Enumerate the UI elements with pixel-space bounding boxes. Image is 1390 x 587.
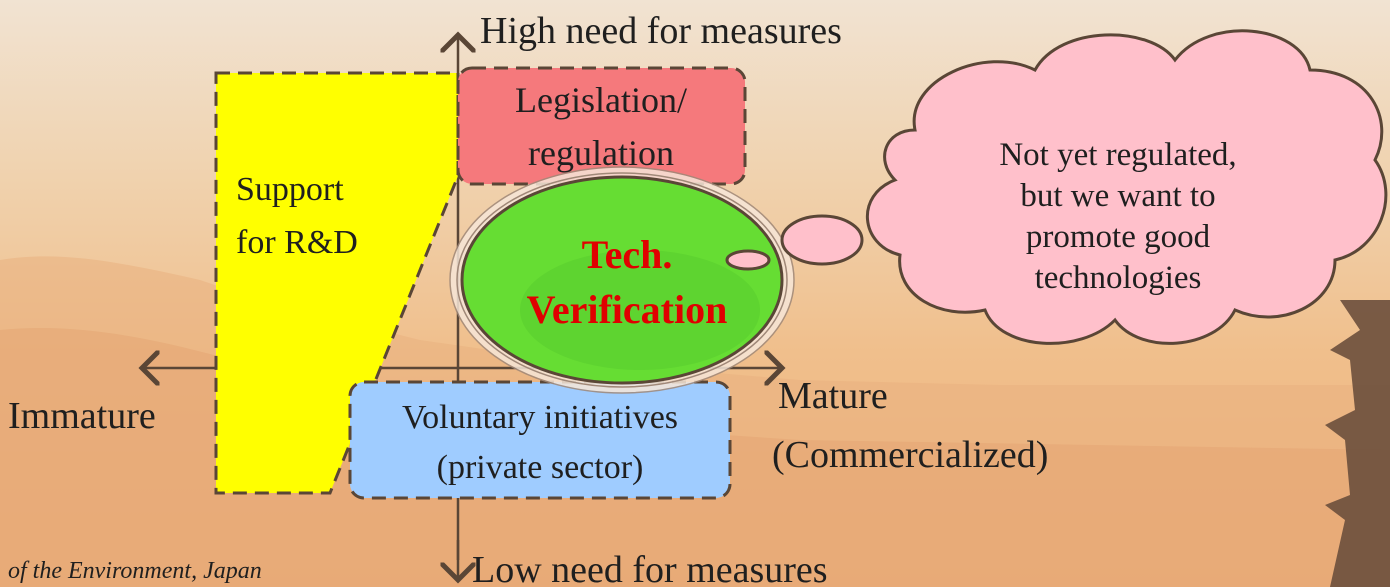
tech-verification-ellipse xyxy=(449,166,795,394)
axis-right-label-line2: (Commercialized) xyxy=(772,434,1048,476)
cloud-text-line2: but we want to xyxy=(1020,178,1215,214)
legislation-label-line2: regulation xyxy=(528,133,674,173)
legislation-box xyxy=(456,66,747,186)
axis-right-label-line1: Mature xyxy=(778,375,888,417)
cloud-text-line1: Not yet regulated, xyxy=(999,137,1236,173)
cloud-text-line4: technologies xyxy=(1035,260,1202,296)
voluntary-label-line1: Voluntary initiatives xyxy=(402,399,678,436)
axis-bottom-label: Low need for measures xyxy=(472,549,828,587)
voluntary-label-line2: (private sector) xyxy=(437,449,644,486)
cloud-text-line3: promote good xyxy=(1026,219,1211,255)
legislation-label-line1: Legislation/ xyxy=(515,80,687,120)
footer-text: of the Environment, Japan xyxy=(8,558,262,584)
axis-left-label: Immature xyxy=(8,395,156,437)
tech-label-line2: Verification xyxy=(527,287,728,332)
voluntary-box xyxy=(348,380,732,500)
axis-top-label: High need for measures xyxy=(480,10,842,52)
speech-cloud xyxy=(866,29,1388,345)
support-rd-box xyxy=(214,71,460,495)
support-label-line2: for R&D xyxy=(236,224,358,261)
tech-label-line1: Tech. xyxy=(582,232,673,277)
thought-bubbles xyxy=(725,214,864,271)
pagoda-icon xyxy=(1325,300,1390,587)
support-label-line1: Support xyxy=(236,171,344,208)
